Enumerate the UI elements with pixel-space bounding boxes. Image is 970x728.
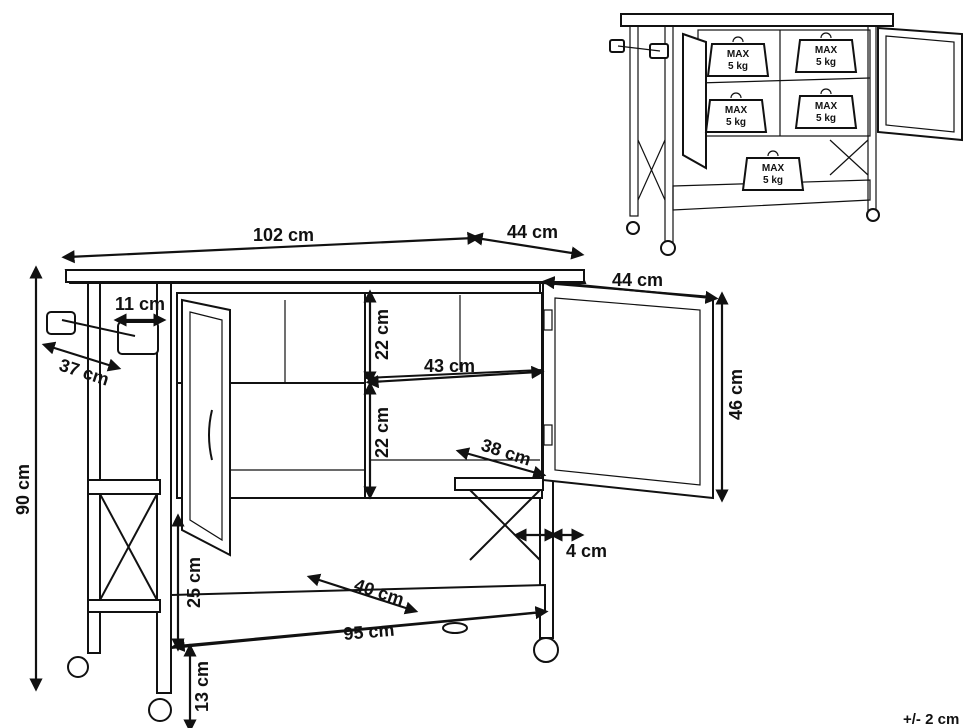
svg-text:5 kg: 5 kg <box>728 61 748 72</box>
dim-bottom-shelf-width: 95 cm <box>343 620 396 644</box>
dim-lower-shelf-height: 22 cm <box>372 407 392 458</box>
dim-handle-length: 37 cm <box>57 355 112 390</box>
left-door <box>181 298 231 557</box>
towel-bar-end <box>46 311 76 335</box>
dim-upper-shelf-height: 22 cm <box>372 309 392 360</box>
svg-text:5 kg: 5 kg <box>763 175 783 186</box>
svg-text:5 kg: 5 kg <box>816 57 836 68</box>
weight-icon: MAX 5 kg <box>794 32 858 73</box>
dim-door-height: 46 cm <box>726 369 746 420</box>
right-door <box>542 281 714 500</box>
svg-text:5 kg: 5 kg <box>816 113 836 124</box>
svg-text:MAX: MAX <box>815 45 838 56</box>
dim-bottom-shelf-clearance: 25 cm <box>184 557 204 608</box>
towel-bar <box>61 319 136 337</box>
dim-width-top: 102 cm <box>253 225 314 245</box>
door-handle <box>208 409 213 461</box>
dimension-lines <box>29 231 729 728</box>
dim-total-height: 90 cm <box>13 464 33 515</box>
weight-icon: MAX 5 kg <box>741 150 805 191</box>
svg-text:MAX: MAX <box>725 105 748 116</box>
svg-text:MAX: MAX <box>727 49 750 60</box>
svg-text:MAX: MAX <box>815 101 838 112</box>
dim-depth-top: 44 cm <box>507 222 558 242</box>
cabinet-body <box>176 292 543 499</box>
weight-icon: MAX 5 kg <box>704 92 768 133</box>
wheel <box>67 656 89 678</box>
dim-leg-width: 4 cm <box>566 541 607 561</box>
weight-icon: MAX 5 kg <box>706 36 770 77</box>
back-left-leg <box>87 282 101 654</box>
dim-ground-clearance: 13 cm <box>192 661 212 712</box>
wheel <box>442 622 468 634</box>
dim-handle-depth: 11 cm <box>115 294 165 314</box>
weight-icon: MAX 5 kg <box>794 88 858 129</box>
load-capacity-inset: MAX 5 kg MAX 5 kg MAX 5 kg MAX 5 kg MAX … <box>609 13 963 256</box>
tolerance-note: +/- 2 cm <box>903 711 959 728</box>
wheel <box>148 698 172 722</box>
towel-bar-end <box>117 321 159 355</box>
wheel <box>533 637 559 663</box>
dim-door-width: 44 cm <box>612 270 663 290</box>
dim-shelf-width: 43 cm <box>424 356 475 376</box>
svg-text:MAX: MAX <box>762 163 785 174</box>
svg-text:5 kg: 5 kg <box>726 117 746 128</box>
